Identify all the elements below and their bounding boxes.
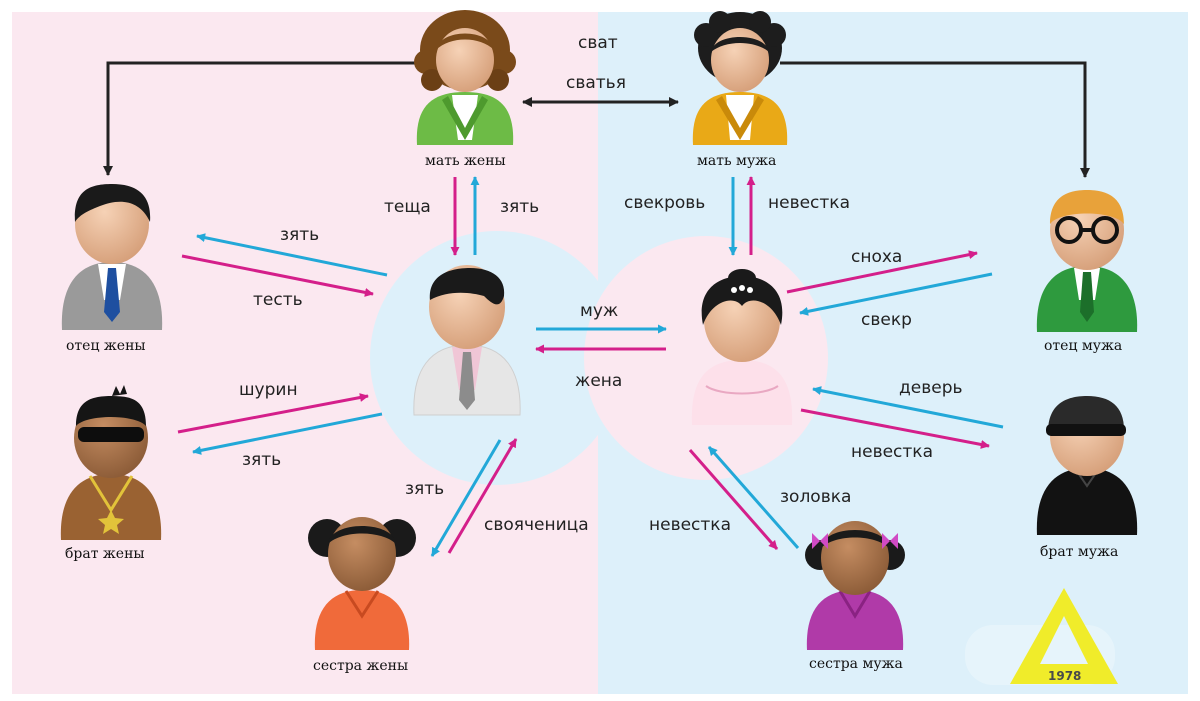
- caption-wife-father: отец жены: [66, 338, 146, 354]
- zyat-brother-arrow: [192, 412, 383, 455]
- label-nevestka-brother: невестка: [851, 442, 933, 462]
- zolovka-arrow: [707, 446, 800, 549]
- nevestka-sister-arrow: [688, 449, 779, 550]
- husband-brother-figure: [1036, 396, 1138, 535]
- husband-figure: [413, 265, 521, 416]
- wife-father-figure: [61, 184, 163, 330]
- label-zyat-sister: зять: [405, 479, 444, 499]
- label-svekrov: свекровь: [624, 193, 705, 213]
- label-dever: деверь: [899, 378, 963, 398]
- logo-text: 1978: [1048, 669, 1081, 683]
- caption-husband-father: отец мужа: [1044, 338, 1122, 354]
- husband-sister-figure: [805, 521, 905, 650]
- label-svat: сват: [578, 33, 618, 53]
- label-svekr: свекр: [861, 310, 912, 330]
- svat-arrow-left: [103, 61, 420, 176]
- caption-husband-brother: брат мужа: [1040, 544, 1118, 560]
- svat-arrow-right: [780, 61, 1090, 178]
- snokha-arrow: [786, 250, 978, 294]
- label-zyat-brother: зять: [242, 450, 281, 470]
- caption-wife-mother: мать жены: [425, 153, 506, 169]
- test-arrow: [181, 254, 374, 297]
- nevestka-brother-arrow: [800, 408, 990, 449]
- wife-circle: [584, 236, 828, 480]
- caption-husband-mother: мать мужа: [697, 153, 776, 169]
- dever-arrow: [812, 386, 1004, 429]
- relation-arrows: [177, 176, 1004, 557]
- label-zolovka: золовка: [780, 487, 851, 507]
- wife-sister-figure: [308, 517, 416, 650]
- label-zyat-left: зять: [280, 225, 319, 245]
- label-teshcha: теща: [384, 197, 431, 217]
- label-zyat-top: зять: [500, 197, 539, 217]
- caption-wife-brother: брат жены: [65, 546, 145, 562]
- svekr-arrow: [799, 272, 993, 316]
- label-svatya: сватья: [566, 73, 626, 93]
- label-nevestka-sister: невестка: [649, 515, 731, 535]
- husband-mother-figure: [692, 11, 788, 145]
- label-shurin: шурин: [239, 380, 298, 400]
- relation-labels: сват сватья теща зять свекровь невестка …: [239, 33, 963, 535]
- wife-mother-figure: [414, 10, 516, 145]
- caption-husband-sister: сестра мужа: [809, 656, 903, 672]
- svoyachenitsa-arrow: [447, 438, 518, 554]
- label-muzh: муж: [580, 301, 618, 321]
- zyat-sister-arrow: [430, 439, 502, 557]
- logo: 1978: [965, 588, 1118, 685]
- husband-father-figure: [1036, 190, 1138, 332]
- zyat-left-arrow: [196, 233, 388, 277]
- shurin-arrow: [177, 393, 369, 434]
- label-test: тесть: [253, 290, 303, 310]
- wife-brother-figure: [60, 385, 162, 540]
- label-zhena: жена: [575, 371, 622, 391]
- label-svoyachenitsa: свояченица: [484, 515, 589, 535]
- label-nevestka-top: невестка: [768, 193, 850, 213]
- caption-wife-sister: сестра жены: [313, 658, 408, 674]
- label-snokha: сноха: [851, 247, 902, 267]
- wife-figure: [691, 269, 793, 425]
